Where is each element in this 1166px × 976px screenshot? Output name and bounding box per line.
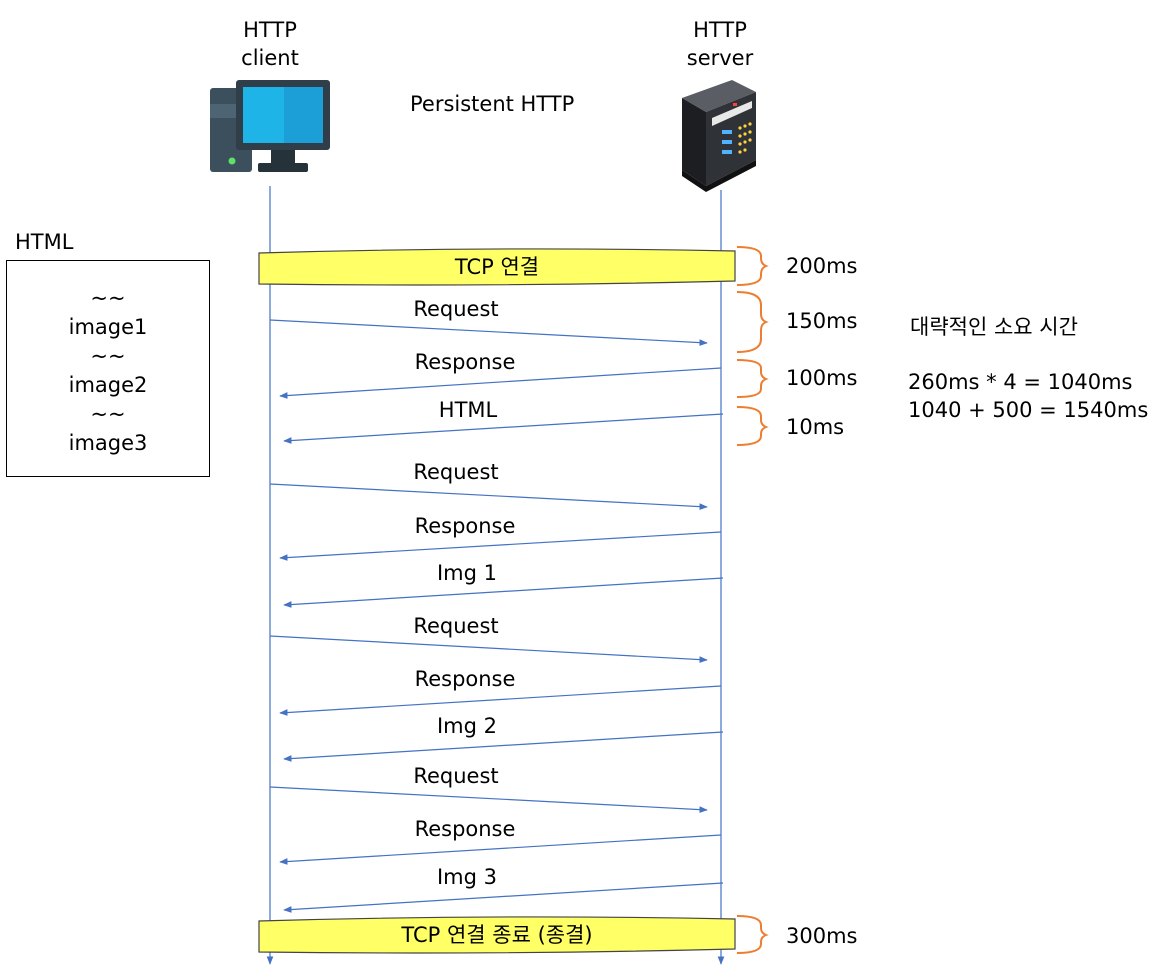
timing-brace-tcp bbox=[736, 246, 769, 286]
message-arrow-img-2 bbox=[283, 731, 724, 762]
html-doc-line: ~~ bbox=[90, 344, 126, 368]
message-label: Response bbox=[414, 514, 516, 538]
message-arrow-img-3 bbox=[283, 882, 724, 913]
message-arrow-response-4 bbox=[279, 834, 722, 865]
timing-brace-html bbox=[736, 406, 769, 446]
desktop-computer-icon bbox=[210, 80, 330, 172]
server-rack-icon bbox=[682, 80, 756, 192]
tcp-connect-band bbox=[258, 248, 736, 286]
message-arrow-response-2 bbox=[279, 531, 722, 561]
timing-label: 200ms bbox=[786, 254, 858, 278]
tcp-close-band bbox=[258, 916, 736, 954]
message-arrow-img-1 bbox=[283, 577, 724, 608]
summary-heading: 대략적인 소요 시간 bbox=[910, 315, 1078, 339]
message-label: Img 2 bbox=[436, 714, 498, 738]
timing-brace-response bbox=[736, 359, 769, 398]
timing-label: 100ms bbox=[786, 366, 858, 390]
tcp-connect-label: TCP 연결 bbox=[454, 255, 540, 279]
summary-line-1: 260ms * 4 = 1040ms bbox=[908, 370, 1133, 394]
timing-brace-tcp-close bbox=[736, 915, 769, 954]
timing-label: 10ms bbox=[786, 415, 845, 439]
html-document-box: ~~ image1 ~~ image2 ~~ image3 bbox=[6, 260, 210, 477]
timing-label: 150ms bbox=[786, 309, 858, 333]
message-arrow-request-1 bbox=[269, 319, 708, 346]
message-label: HTML bbox=[438, 398, 498, 422]
tcp-close-label: TCP 연결 종료 (종결) bbox=[401, 923, 593, 947]
message-arrow-html bbox=[283, 413, 724, 444]
html-doc-line: image1 bbox=[68, 315, 148, 339]
diagram-title: Persistent HTTP bbox=[410, 92, 575, 116]
message-arrow-request-3 bbox=[269, 635, 708, 663]
message-label: Request bbox=[413, 297, 499, 321]
message-label: Request bbox=[413, 460, 499, 484]
message-label: Img 1 bbox=[436, 561, 498, 585]
timing-brace-request bbox=[736, 291, 769, 353]
html-doc-line: image2 bbox=[68, 373, 148, 397]
message-arrow-response-1 bbox=[279, 367, 722, 399]
message-arrow-request-4 bbox=[269, 786, 708, 813]
message-label: Response bbox=[414, 667, 516, 691]
html-doc-line: ~~ bbox=[90, 402, 126, 426]
html-doc-line: ~~ bbox=[90, 286, 126, 310]
message-label: Response bbox=[414, 350, 516, 374]
message-arrow-response-3 bbox=[279, 685, 722, 716]
timing-label: 300ms bbox=[786, 924, 858, 948]
html-doc-line: image3 bbox=[68, 431, 148, 455]
message-arrow-request-2 bbox=[269, 483, 708, 510]
message-label: Img 3 bbox=[436, 865, 498, 889]
message-label: Request bbox=[413, 614, 499, 638]
summary-line-2: 1040 + 500 = 1540ms bbox=[908, 398, 1149, 422]
server-label-line1: HTTP bbox=[693, 18, 747, 42]
message-label: Response bbox=[414, 817, 516, 841]
html-doc-title: HTML bbox=[15, 230, 74, 254]
server-label-line2: server bbox=[686, 46, 754, 70]
client-label-line2: client bbox=[241, 46, 299, 70]
client-label-line1: HTTP bbox=[243, 18, 297, 42]
message-label: Request bbox=[413, 764, 499, 788]
